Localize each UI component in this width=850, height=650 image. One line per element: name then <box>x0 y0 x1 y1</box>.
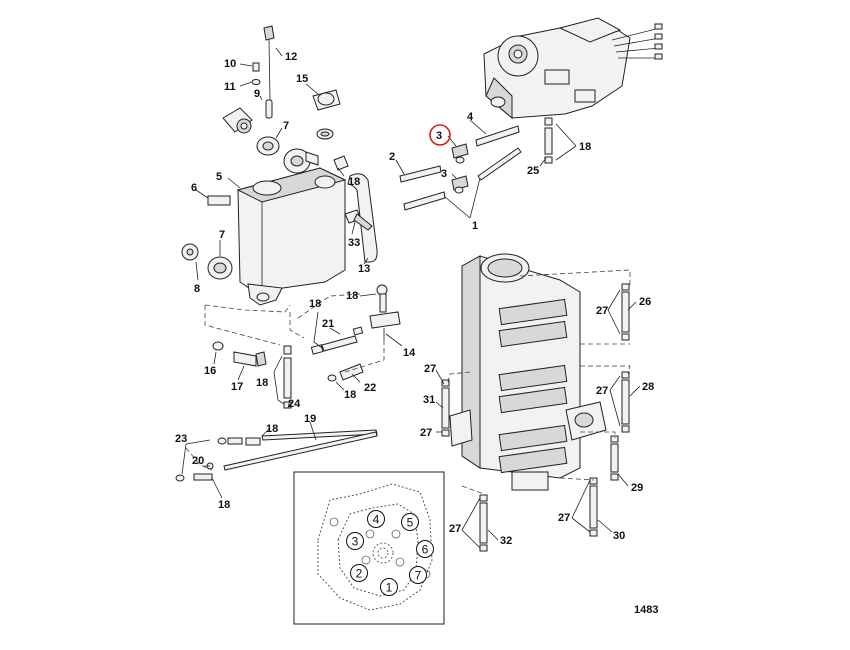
torque-step-3: 3 <box>346 532 364 550</box>
svg-text:4: 4 <box>373 513 380 527</box>
oil-pump <box>483 17 663 120</box>
torque-sequence-inset: 1 2 3 4 5 6 7 <box>293 471 445 625</box>
callout-8: 8 <box>194 283 200 295</box>
callout-18-fitting: 18 <box>309 298 321 310</box>
callout-18-pump: 18 <box>579 141 591 153</box>
callout-11: 11 <box>224 81 236 93</box>
leader-lines <box>181 47 641 549</box>
check-valve <box>327 363 364 382</box>
callout-3-highlighted: 3 <box>436 130 442 142</box>
callout-27-d: 27 <box>596 385 608 397</box>
svg-text:2: 2 <box>356 567 363 581</box>
callout-3: 3 <box>441 168 447 180</box>
dipstick <box>263 25 275 119</box>
highlight-ring <box>429 124 451 146</box>
torque-step-6: 6 <box>416 540 434 558</box>
washer-bolt <box>212 341 267 367</box>
callout-2: 2 <box>389 151 395 163</box>
reed-block-top <box>498 298 568 348</box>
callout-27-c: 27 <box>420 427 432 439</box>
filler-cap <box>312 89 341 140</box>
oil-hoses <box>399 125 522 211</box>
callout-1: 1 <box>472 220 478 232</box>
callout-15: 15 <box>296 73 308 85</box>
svg-text:3: 3 <box>352 535 359 549</box>
callout-18-tank: 18 <box>348 176 360 188</box>
callout-19: 19 <box>304 413 316 425</box>
callout-30: 30 <box>613 530 625 542</box>
callout-4: 4 <box>467 111 474 123</box>
reed-block-bottom <box>498 424 568 474</box>
svg-text:5: 5 <box>407 516 414 530</box>
svg-text:6: 6 <box>422 543 429 557</box>
grommet-upper <box>256 136 280 156</box>
callout-32: 32 <box>500 535 512 547</box>
callout-23: 23 <box>175 433 187 445</box>
callout-5: 5 <box>216 171 222 183</box>
callout-27-e: 27 <box>449 523 461 535</box>
callout-21: 21 <box>322 318 334 330</box>
callout-24: 24 <box>288 398 301 410</box>
callout-12: 12 <box>285 51 297 63</box>
callout-18-valve: 18 <box>344 389 356 401</box>
small-fasteners-top <box>222 62 261 134</box>
callout-18-tee: 18 <box>346 290 358 302</box>
torque-step-2: 2 <box>350 564 368 582</box>
callout-20: 20 <box>192 455 204 467</box>
callout-31: 31 <box>423 394 435 406</box>
figure-number: 1483 <box>634 604 658 616</box>
callout-26: 26 <box>639 296 651 308</box>
torque-step-5: 5 <box>401 513 419 531</box>
clamp-tank <box>333 155 349 171</box>
callout-27-a: 27 <box>596 305 608 317</box>
torque-step-4: 4 <box>367 510 385 528</box>
studs-manifold <box>441 283 630 552</box>
svg-text:1: 1 <box>386 581 393 595</box>
callout-17: 17 <box>231 381 243 393</box>
stud-24 <box>283 345 292 409</box>
callout-7-lower: 7 <box>219 229 225 241</box>
callout-18-stud: 18 <box>256 377 268 389</box>
svg-text:7: 7 <box>415 569 422 583</box>
callout-27-b: 27 <box>424 363 436 375</box>
callout-29: 29 <box>631 482 643 494</box>
callout-7-upper: 7 <box>283 120 289 132</box>
callout-labels: 12 10 11 9 15 7 5 6 18 33 13 7 8 18 18 2… <box>175 51 654 547</box>
reed-block-middle <box>498 364 568 414</box>
callout-18-lower: 18 <box>218 499 230 511</box>
stud-25 <box>544 117 553 164</box>
callout-18-line: 18 <box>266 423 278 435</box>
dashed-leaders <box>185 269 631 495</box>
fitting-21 <box>310 326 364 355</box>
callout-13: 13 <box>358 263 370 275</box>
callout-22: 22 <box>364 382 376 394</box>
callout-33: 33 <box>348 237 360 249</box>
callout-6: 6 <box>191 182 197 194</box>
callout-28: 28 <box>642 381 654 393</box>
callout-14: 14 <box>403 347 416 359</box>
intake-manifold <box>449 253 607 491</box>
bolt-33 <box>344 209 373 231</box>
grommet-lower <box>181 243 233 280</box>
oil-tank-assembly <box>207 148 347 306</box>
callout-16: 16 <box>204 365 216 377</box>
callout-9: 9 <box>254 88 260 100</box>
torque-step-7: 7 <box>409 566 427 584</box>
callout-27-f: 27 <box>558 512 570 524</box>
callout-10: 10 <box>224 58 236 70</box>
callout-25: 25 <box>527 165 539 177</box>
torque-step-1: 1 <box>380 578 398 596</box>
tee-fitting <box>369 284 401 340</box>
line-19 <box>175 429 378 482</box>
